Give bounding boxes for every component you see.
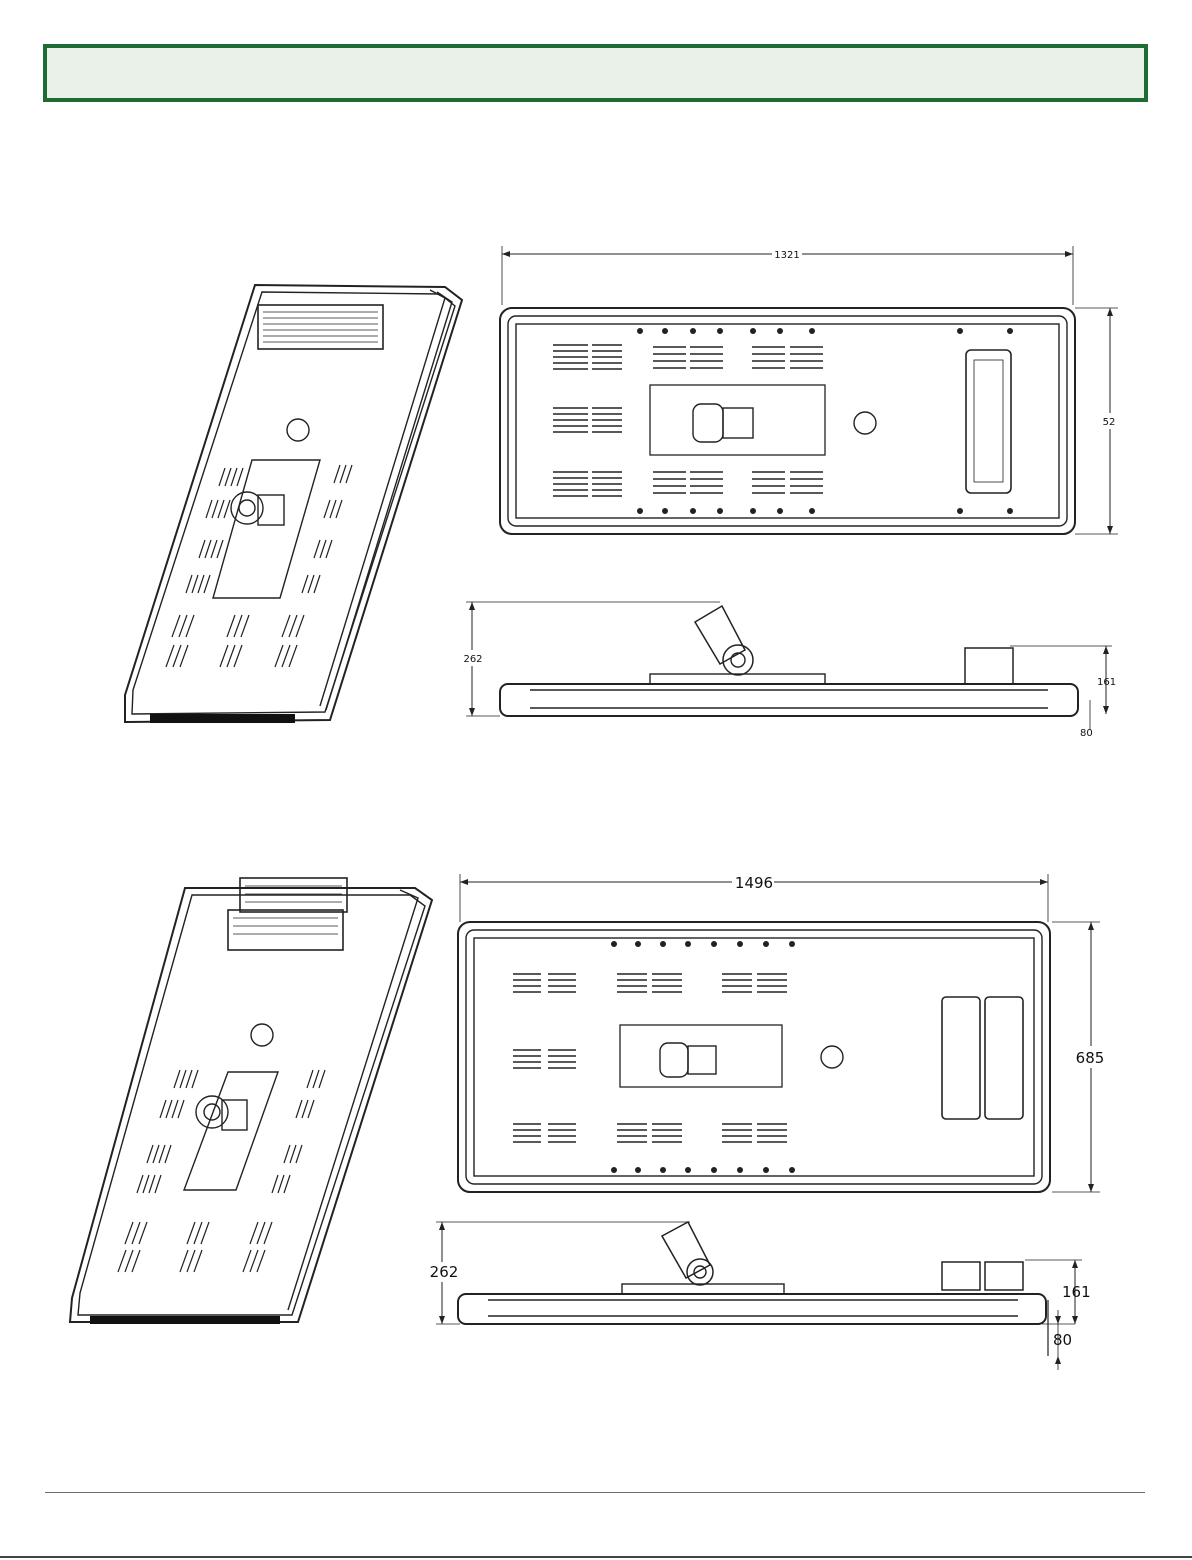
upper-module-height-dimension: 161 <box>1097 677 1116 688</box>
upper-base-dimension: 80 <box>1080 728 1093 739</box>
lower-width-dimension: 1496 <box>735 874 773 892</box>
upper-depth-dimension: 52 <box>1103 417 1116 428</box>
lower-top-view <box>458 874 1100 1192</box>
upper-perspective-view <box>125 285 462 723</box>
upper-width-dimension: 1321 <box>774 250 799 261</box>
lower-depth-dimension: 685 <box>1076 1049 1105 1067</box>
upper-side-view <box>466 602 1112 730</box>
page-bottom-border <box>0 1556 1192 1558</box>
upper-height-dimension: 262 <box>463 654 482 665</box>
lower-base-dimension: 80 <box>1053 1331 1072 1349</box>
lower-perspective-view <box>70 878 432 1324</box>
footer-divider <box>45 1492 1145 1493</box>
lower-height-dimension: 262 <box>430 1263 459 1281</box>
lower-module-height-dimension: 161 <box>1062 1283 1091 1301</box>
upper-top-view <box>500 246 1118 534</box>
lower-side-view <box>436 1222 1082 1370</box>
